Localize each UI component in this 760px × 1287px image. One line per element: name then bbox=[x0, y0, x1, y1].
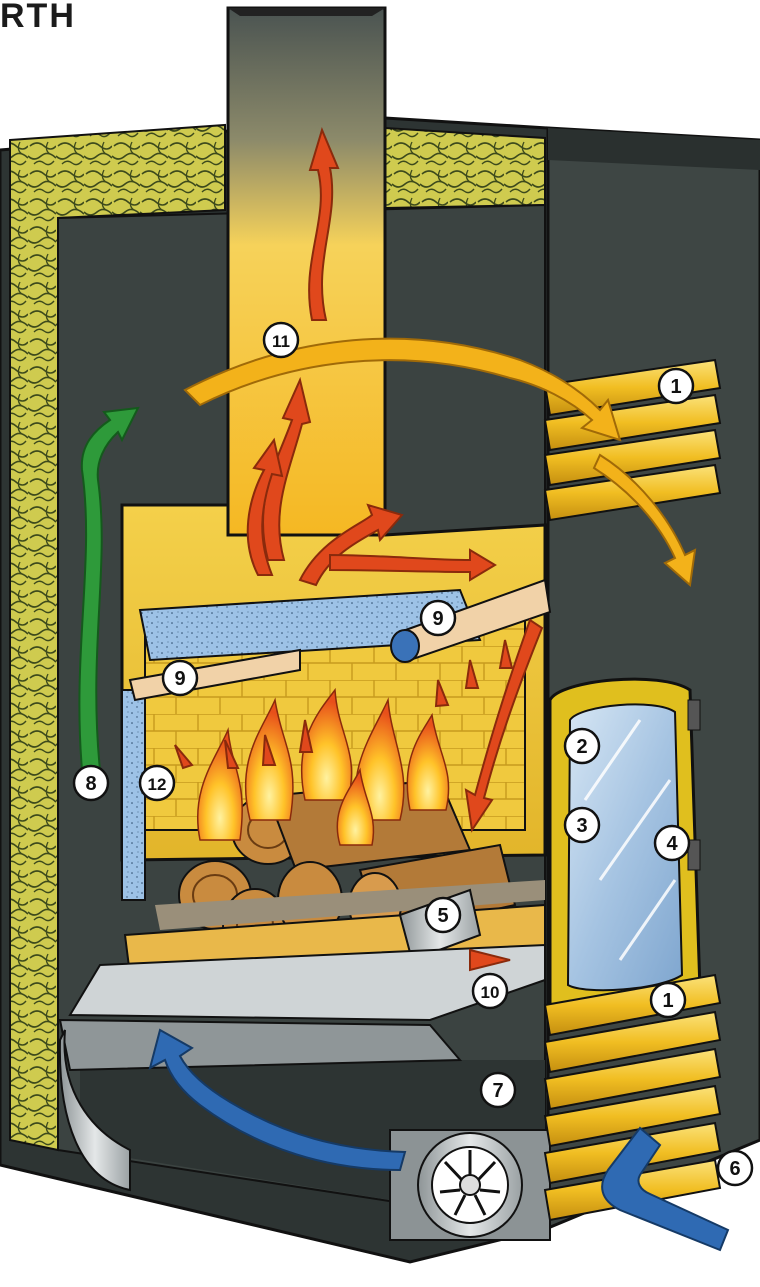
blower-fan bbox=[390, 1130, 550, 1240]
chimney-flue bbox=[228, 8, 385, 535]
callout-c1_top: 1 bbox=[659, 369, 693, 403]
callout-number: 7 bbox=[492, 1080, 503, 1102]
callout-c6: 6 bbox=[718, 1151, 752, 1185]
callout-number: 4 bbox=[666, 833, 678, 855]
callout-number: 2 bbox=[576, 736, 587, 758]
callout-c11: 11 bbox=[264, 323, 298, 357]
callout-c2: 2 bbox=[565, 729, 599, 763]
callout-c1_bottom: 1 bbox=[651, 983, 685, 1017]
callout-number: 5 bbox=[437, 905, 448, 927]
callout-c12: 12 bbox=[140, 766, 174, 800]
callout-c3: 3 bbox=[565, 808, 599, 842]
callout-number: 9 bbox=[174, 668, 185, 690]
callout-number: 12 bbox=[148, 775, 167, 794]
callout-c4: 4 bbox=[655, 826, 689, 860]
callout-number: 3 bbox=[576, 815, 587, 837]
callout-c8: 8 bbox=[74, 766, 108, 800]
callout-c9_left: 9 bbox=[163, 661, 197, 695]
callout-number: 9 bbox=[432, 608, 443, 630]
callout-c10: 10 bbox=[473, 974, 507, 1008]
callout-c5: 5 bbox=[426, 898, 460, 932]
callout-c9_right: 9 bbox=[421, 601, 455, 635]
callout-number: 10 bbox=[481, 983, 500, 1002]
callout-number: 1 bbox=[662, 990, 673, 1012]
callout-number: 8 bbox=[85, 773, 96, 795]
callout-c7: 7 bbox=[481, 1073, 515, 1107]
callout-number: 11 bbox=[272, 332, 290, 351]
callout-number: 6 bbox=[729, 1158, 740, 1180]
callout-number: 1 bbox=[670, 376, 681, 398]
